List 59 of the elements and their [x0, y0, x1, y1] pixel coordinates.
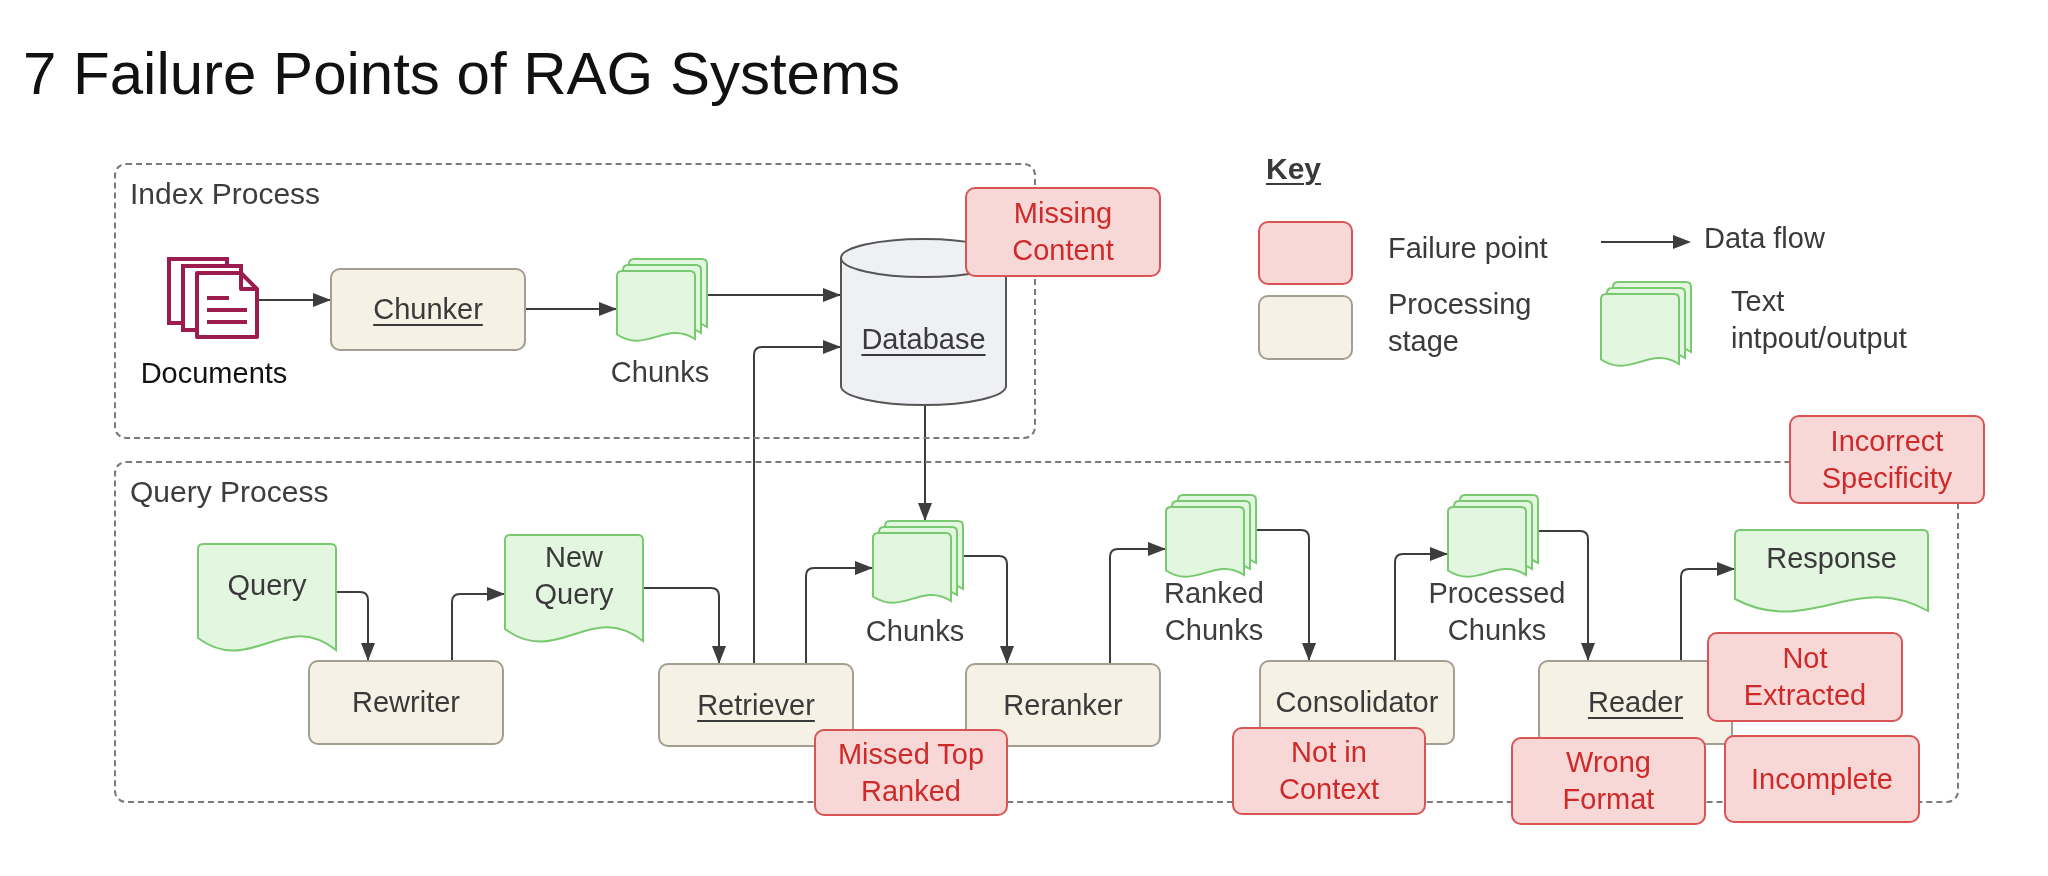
- process-box: [308, 660, 504, 745]
- arrow: [451, 587, 505, 661]
- stage-name: Reranker: [1003, 687, 1123, 723]
- failure-label: Wrong Format: [1561, 745, 1656, 817]
- stage-name: Chunker: [373, 292, 483, 327]
- database-label: Database: [861, 321, 986, 357]
- node-caption: Ranked Chunks: [1163, 576, 1265, 648]
- arrow: [336, 591, 375, 661]
- failure-box: [1511, 737, 1706, 825]
- diagram-title: 7 Failure Points of RAG Systems: [23, 40, 900, 107]
- node-caption: Processed Chunks: [1427, 576, 1567, 648]
- arrow: [643, 587, 726, 664]
- arrow: [1538, 530, 1595, 661]
- arrow: [1256, 529, 1316, 661]
- document-stack: [616, 258, 708, 342]
- document-stack: [1447, 494, 1539, 578]
- legend-label: Data flow: [1704, 222, 1825, 254]
- failure-box: [1707, 632, 1903, 722]
- legend-label: Text intpout/output: [1731, 285, 1907, 354]
- document-label: New Query: [534, 540, 614, 612]
- legend-heading: Key: [1266, 152, 1322, 185]
- stage-name: Reader: [1587, 685, 1684, 720]
- document-stack: [1165, 494, 1257, 578]
- stage-name: Retriever: [697, 687, 815, 723]
- arrow: [753, 340, 841, 664]
- process-box: [330, 268, 526, 351]
- failure-box: [1724, 735, 1920, 823]
- failure-label: Incomplete: [1751, 761, 1893, 797]
- arrow: [805, 561, 873, 664]
- document-label: Response: [1766, 541, 1897, 576]
- group-title: Query Process: [130, 474, 329, 510]
- arrow: [1109, 542, 1166, 664]
- documents-icon: [167, 257, 259, 339]
- failure-box: [965, 187, 1161, 277]
- arrow: [1680, 562, 1735, 661]
- legend-label: Failure point: [1388, 232, 1548, 264]
- document-stack: [872, 520, 964, 604]
- failure-label: Missing Content: [1011, 196, 1115, 268]
- failure-label: Missed Top Ranked: [836, 736, 986, 809]
- arrow: [258, 293, 331, 307]
- node-caption: Chunks: [610, 355, 710, 390]
- failure-label: Incorrect Specificity: [1820, 423, 1954, 496]
- node-caption: Documents: [140, 356, 288, 391]
- failure-box: [1789, 415, 1985, 504]
- legend-label: Processing stage: [1388, 288, 1532, 357]
- arrow: [963, 555, 1014, 664]
- arrow: [1394, 547, 1448, 661]
- arrow: [918, 405, 932, 521]
- node-caption: Chunks: [865, 614, 965, 649]
- failure-label: Not Extracted: [1742, 641, 1868, 713]
- failure-label: Not in Context: [1278, 735, 1380, 807]
- document-label: Query: [227, 567, 307, 603]
- failure-box: [814, 729, 1008, 816]
- failure-box: [1232, 727, 1426, 815]
- group-title: Index Process: [130, 176, 321, 212]
- stage-name: Rewriter: [352, 685, 460, 720]
- arrow: [707, 288, 841, 302]
- stage-name: Consolidator: [1275, 685, 1439, 720]
- arrow: [525, 302, 617, 316]
